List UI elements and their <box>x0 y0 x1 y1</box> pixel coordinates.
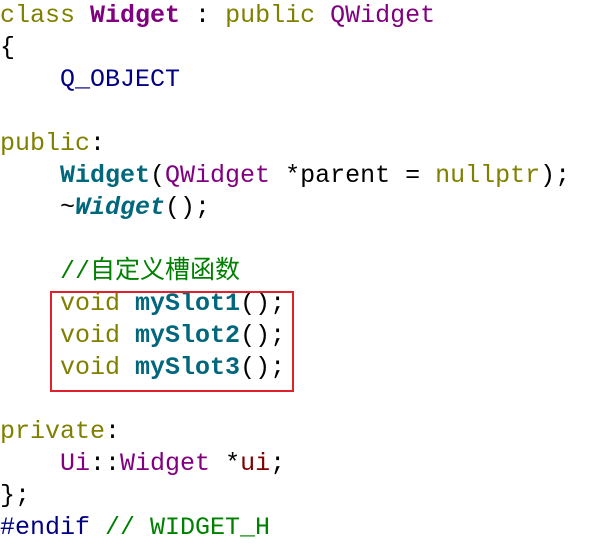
code-token: ( <box>150 161 166 190</box>
code-token: (); <box>240 289 286 318</box>
code-token <box>90 513 105 542</box>
code-token <box>75 1 90 30</box>
code-line: private: <box>0 416 570 448</box>
code-token: void <box>60 321 121 350</box>
code-token <box>315 1 330 30</box>
code-token: Widget <box>90 1 181 30</box>
code-line: Q_OBJECT <box>0 64 570 96</box>
code-token: class <box>0 1 76 30</box>
code-token: (); <box>165 193 211 222</box>
code-token: }; <box>0 481 31 510</box>
code-line: Ui::Widget *ui; <box>0 448 570 480</box>
code-token: void <box>60 353 121 382</box>
code-token <box>0 257 60 286</box>
code-line: class Widget : public QWidget <box>0 0 570 32</box>
code-token: //自定义槽函数 <box>60 257 241 286</box>
code-line <box>0 96 570 128</box>
code-line: ~Widget(); <box>0 192 570 224</box>
code-token: Widget <box>75 193 166 222</box>
code-line: public: <box>0 128 570 160</box>
code-line: void mySlot1(); <box>0 288 570 320</box>
code-token: QWidget <box>165 161 271 190</box>
code-token: mySlot2 <box>135 321 241 350</box>
code-token <box>0 161 60 190</box>
code-token: : <box>180 1 226 30</box>
code-line: void mySlot2(); <box>0 320 570 352</box>
code-token: ; <box>270 449 286 478</box>
code-line: }; <box>0 480 570 512</box>
code-line: Widget(QWidget *parent = nullptr); <box>0 160 570 192</box>
code-token: mySlot1 <box>135 289 241 318</box>
code-token <box>0 65 60 94</box>
code-token: void <box>60 289 121 318</box>
code-token: (); <box>240 353 286 382</box>
code-token: (); <box>240 321 286 350</box>
code-token: ~ <box>0 193 76 222</box>
code-token: :: <box>90 449 121 478</box>
code-line <box>0 224 570 256</box>
code-token: Ui <box>60 449 91 478</box>
code-token: *parent = <box>270 161 436 190</box>
code-line: void mySlot3(); <box>0 352 570 384</box>
code-token: Widget <box>60 161 151 190</box>
code-token: nullptr <box>435 161 541 190</box>
code-token: ); <box>540 161 571 190</box>
code-token: private <box>0 417 106 446</box>
code-line: { <box>0 32 570 64</box>
code-token: QWidget <box>330 1 436 30</box>
code-token: mySlot3 <box>135 353 241 382</box>
code-token: { <box>0 33 16 62</box>
code-token: public <box>0 129 91 158</box>
code-line: //自定义槽函数 <box>0 256 570 288</box>
code-line: #endif // WIDGET_H <box>0 512 570 544</box>
code-token: : <box>105 417 121 446</box>
code-token: public <box>225 1 316 30</box>
code-token: #endif <box>0 513 91 542</box>
code-token: // WIDGET_H <box>105 513 271 542</box>
code-token: * <box>210 449 241 478</box>
code-token: Widget <box>120 449 211 478</box>
code-token <box>0 449 60 478</box>
highlight-box <box>50 291 294 392</box>
code-token: : <box>90 129 106 158</box>
code-token: ui <box>240 449 271 478</box>
code-token: Q_OBJECT <box>60 65 181 94</box>
